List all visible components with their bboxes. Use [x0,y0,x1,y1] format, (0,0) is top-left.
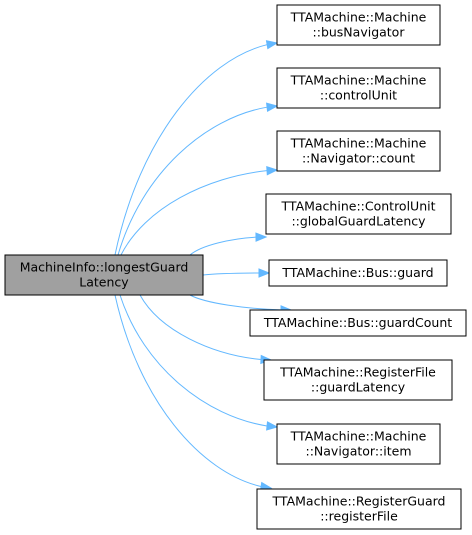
call-edge-6 [189,294,282,311]
arrowhead-1 [265,40,279,50]
callee-node-1-label: ::busNavigator [313,25,406,40]
callee-node-3-label: TTAMachine::Machine [290,136,427,151]
callee-node-6-box [249,309,467,337]
callee-node-4[interactable]: TTAMachine::ControlUnit::globalGuardLate… [265,193,452,235]
callee-node-4-label: TTAMachine::ControlUnit [280,199,435,214]
callee-node-6-label: TTAMachine::Bus::guardCount [263,315,452,330]
callee-node-9-label: ::registerFile [320,509,398,524]
callee-node-7[interactable]: TTAMachine::RegisterFile::guardLatency [263,359,453,401]
call-edges [114,40,293,492]
callee-node-3-box [276,130,441,172]
call-edge-9 [114,294,262,487]
callee-node-9[interactable]: TTAMachine::RegisterGuard::registerFile [256,488,462,530]
callee-node-8-label: ::Navigator::item [305,444,411,459]
callee-node-1[interactable]: TTAMachine::Machine::busNavigator [276,4,441,46]
call-edge-7 [139,294,262,360]
arrowhead-3 [266,165,279,176]
callee-node-7-label: TTAMachine::RegisterFile [279,365,436,380]
graph-nodes: MachineInfo::longestGuardLatencyTTAMachi… [4,4,467,530]
root-node-longest-guard-latency-label: MachineInfo::longestGuard [20,260,189,275]
call-edge-8 [119,294,268,427]
root-node-longest-guard-latency-box [4,254,204,296]
callee-node-1-label: TTAMachine::Machine [290,10,427,25]
callee-node-8-box [276,423,441,465]
callee-node-5-box [268,259,448,287]
callee-node-2-box [276,67,441,109]
callee-node-7-label: ::guardLatency [311,380,406,395]
callee-node-1-box [276,4,441,46]
call-edge-4 [189,236,257,256]
callee-node-4-box [265,193,452,235]
callee-node-5-label: TTAMachine::Bus::guard [281,265,433,280]
call-edge-1 [114,44,268,256]
callee-node-3-label: ::Navigator::count [302,151,415,166]
call-edge-3 [120,170,268,256]
callee-node-8[interactable]: TTAMachine::Machine::Navigator::item [276,423,441,465]
arrowhead-5 [258,268,271,278]
callee-node-2-label: ::controlUnit [320,88,397,103]
callee-node-9-box [256,488,462,530]
callee-node-6[interactable]: TTAMachine::Bus::guardCount [249,309,467,337]
call-edge-5 [202,272,260,276]
call-edge-2 [117,106,268,256]
callee-node-3[interactable]: TTAMachine::Machine::Navigator::count [276,130,441,172]
callee-node-5[interactable]: TTAMachine::Bus::guard [268,259,448,287]
arrowhead-4 [255,232,268,242]
arrowhead-8 [266,421,279,431]
callee-node-7-box [263,359,453,401]
callee-node-4-label: ::globalGuardLatency [291,214,426,229]
callee-node-2-label: TTAMachine::Machine [290,73,427,88]
callee-node-9-label: TTAMachine::RegisterGuard [272,494,446,509]
arrowhead-2 [266,102,279,112]
root-node-longest-guard-latency-label: Latency [79,275,129,290]
callee-node-8-label: TTAMachine::Machine [290,429,427,444]
callee-node-2[interactable]: TTAMachine::Machine::controlUnit [276,67,441,109]
